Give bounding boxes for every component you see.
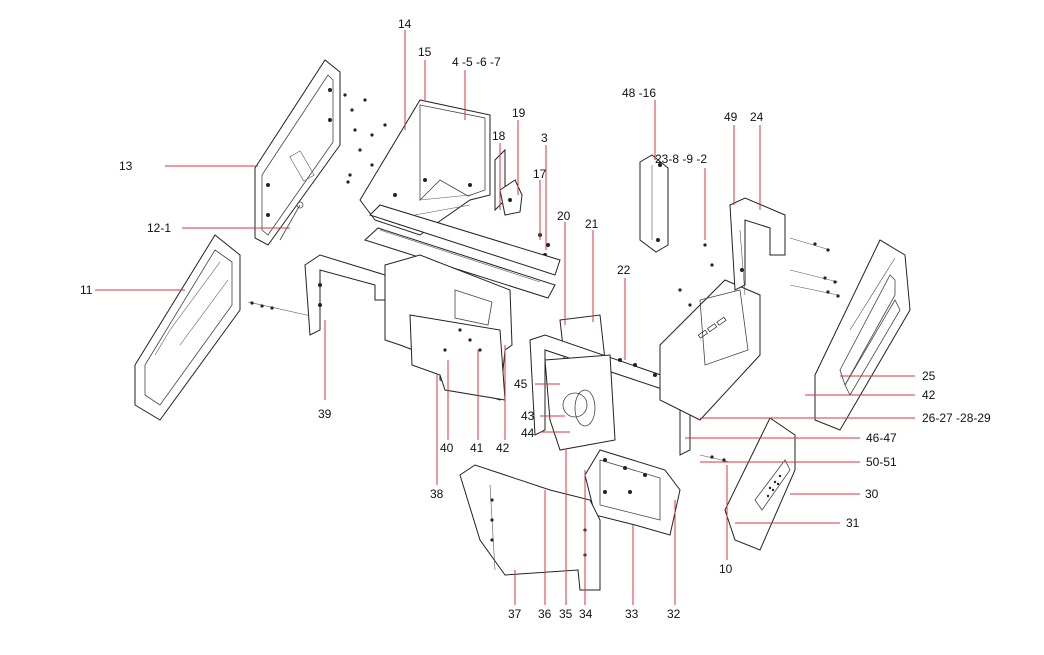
label-22: 22 [617, 263, 631, 277]
part-37-panel [459, 464, 601, 591]
label-32: 32 [667, 607, 681, 621]
label-42-right: 42 [922, 388, 936, 402]
label-37: 37 [508, 607, 522, 621]
part-23-49-right-frame: ▭▭▭ [659, 197, 786, 421]
label-24: 24 [750, 110, 764, 124]
label-20: 20 [557, 209, 571, 223]
label-42-bottom: 42 [496, 441, 510, 455]
part-20-22-central-frame [529, 314, 691, 456]
label-4-5-6-7: 4 -5 -6 -7 [452, 55, 501, 69]
part-48-16-bracket [639, 154, 669, 253]
label-43: 43 [521, 409, 535, 423]
label-21: 21 [585, 217, 599, 231]
part-12-1-pin [279, 201, 304, 241]
part-23-bolts [678, 243, 714, 307]
label-34: 34 [579, 607, 593, 621]
label-3: 3 [541, 131, 548, 145]
label-14: 14 [398, 17, 412, 31]
label-31: 31 [846, 516, 860, 530]
label-23-8-9-2: 23-8 -9 -2 [655, 152, 707, 166]
label-44: 44 [521, 426, 535, 440]
label-40: 40 [440, 441, 454, 455]
label-30: 30 [865, 487, 879, 501]
leader-lines [95, 30, 915, 605]
label-39: 39 [318, 407, 332, 421]
label-15: 15 [418, 45, 432, 59]
part-39-frame [304, 254, 386, 336]
part-25-panel [814, 239, 911, 431]
part-14-frame [359, 99, 491, 236]
label-25: 25 [922, 369, 936, 383]
label-49: 49 [724, 110, 738, 124]
label-11: 11 [80, 283, 93, 297]
part-10-bolt [699, 454, 731, 463]
label-19: 19 [512, 106, 526, 120]
label-10: 10 [719, 562, 733, 576]
label-13: 13 [119, 159, 133, 173]
part-labels: 14 15 4 -5 -6 -7 48 -16 19 18 3 17 13 49… [80, 17, 991, 621]
label-12-1: 12-1 [147, 221, 171, 235]
label-35: 35 [559, 607, 573, 621]
part-24-bolts [789, 237, 840, 298]
label-26-27-28-29: 26-27 -28-29 [922, 411, 991, 425]
label-48-16: 48 -16 [622, 86, 656, 100]
label-46-47: 46-47 [866, 431, 897, 445]
label-17: 17 [533, 167, 547, 181]
label-18: 18 [492, 129, 506, 143]
part-11-bolts [247, 301, 321, 319]
label-38: 38 [430, 487, 444, 501]
part-13-bolts [343, 93, 387, 184]
label-41: 41 [470, 441, 484, 455]
part-13-panel [254, 59, 341, 246]
label-36: 36 [538, 607, 552, 621]
label-50-51: 50-51 [866, 455, 897, 469]
label-45: 45 [514, 377, 528, 391]
frame-rails [364, 204, 561, 299]
part-40-42-panel [384, 254, 513, 401]
part-11-panel [134, 234, 241, 421]
label-33: 33 [625, 607, 639, 621]
